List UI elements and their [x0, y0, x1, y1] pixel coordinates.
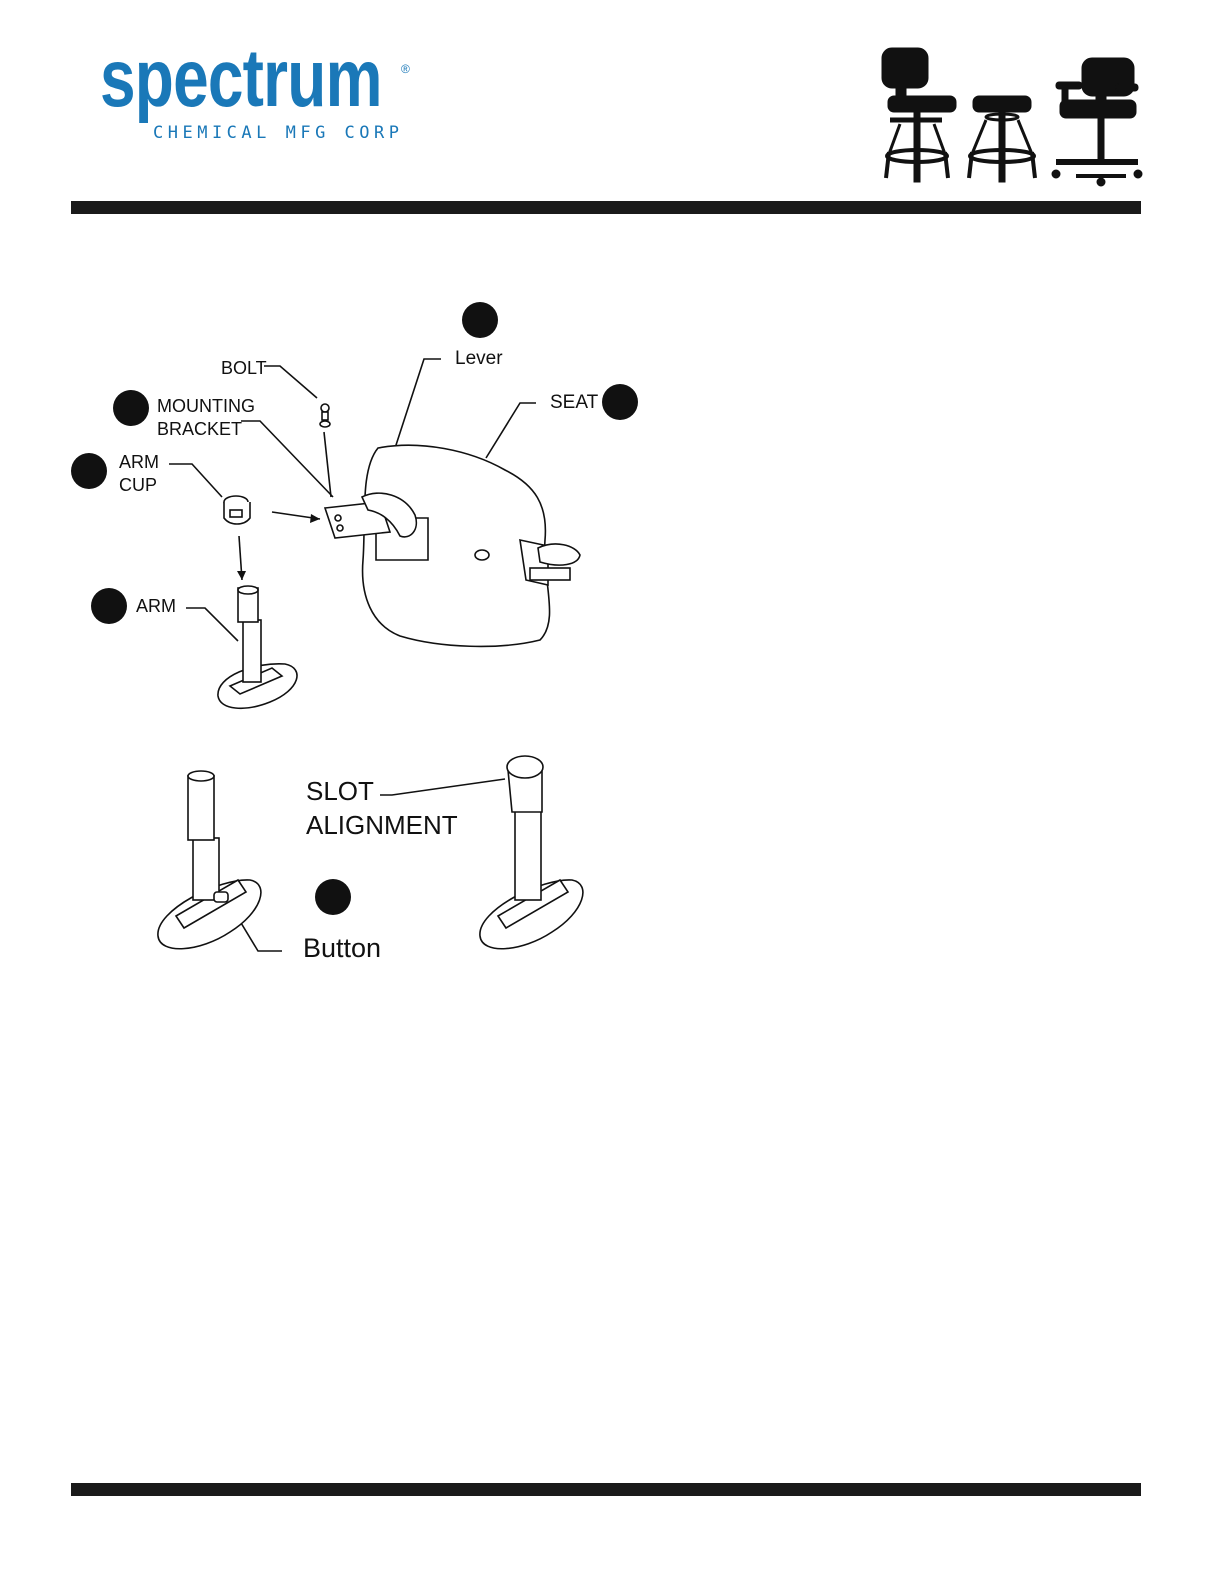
- label-seat: SEAT: [550, 392, 599, 413]
- arm-leader: [186, 608, 238, 641]
- label-arm-cup-1: ARM: [119, 452, 159, 472]
- bolt-arrow: [324, 432, 331, 497]
- seat-part: [325, 445, 580, 646]
- step-dot-mounting-bracket: [113, 390, 149, 426]
- label-arm: ARM: [136, 596, 176, 616]
- step-dot-button: [315, 879, 351, 915]
- label-bracket: BRACKET: [157, 419, 242, 439]
- step-dot-lever: [462, 302, 498, 338]
- seat-leader: [486, 403, 536, 458]
- slot-leader: [380, 779, 505, 795]
- label-alignment: ALIGNMENT: [306, 810, 458, 840]
- arm-cup-leader: [169, 464, 222, 497]
- bracket-leader: [241, 421, 333, 497]
- bolt-leader: [264, 366, 317, 398]
- label-button: Button: [303, 933, 381, 963]
- arm-cup-part: [224, 496, 250, 524]
- arm-with-slot-part: [480, 756, 583, 949]
- bolt-part: [320, 404, 330, 427]
- label-bolt: BOLT: [221, 358, 267, 378]
- label-arm-cup-2: CUP: [119, 475, 157, 495]
- step-dot-seat: [602, 384, 638, 420]
- label-slot: SLOT: [306, 776, 374, 806]
- step-dot-arm: [91, 588, 127, 624]
- label-mounting: MOUNTING: [157, 396, 255, 416]
- step-dot-arm-cup: [71, 453, 107, 489]
- arm-with-button-part: [158, 771, 261, 949]
- label-lever: Lever: [455, 348, 503, 369]
- footer-rule: [71, 1483, 1141, 1496]
- arm-part: [218, 586, 297, 708]
